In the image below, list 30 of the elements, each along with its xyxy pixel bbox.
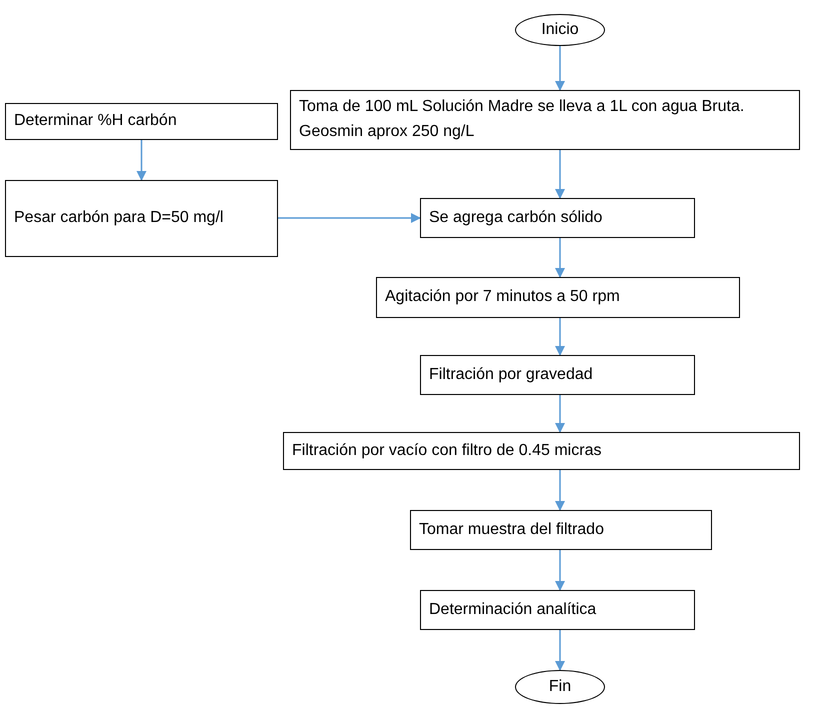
step-text: Determinar %H carbón	[14, 111, 178, 132]
arrow	[136, 140, 146, 181]
arrow	[555, 470, 565, 511]
arrow	[555, 46, 565, 91]
step-text: Fin	[548, 677, 572, 697]
process-box	[410, 510, 712, 550]
arrow	[555, 318, 565, 356]
arrow	[555, 238, 565, 278]
arrow	[555, 150, 565, 199]
step-text: Toma de 100 mL Solución Madre se lleva a 1L con agua Bruta. Geosmin aprox 250 ng/L	[299, 97, 746, 142]
step-text: Filtración por vacío con filtro de 0.45 micras	[292, 440, 602, 461]
step-text: Determinación analítica	[429, 600, 598, 620]
step-text: Filtración por gravedad	[429, 364, 594, 385]
step-text: Tomar muestra del filtrado	[419, 520, 605, 540]
process-box	[5, 180, 278, 257]
arrow	[555, 630, 565, 671]
process-box	[5, 103, 278, 140]
process-box	[290, 90, 800, 150]
step-text: Pesar carbón para D=50 mg/l	[14, 208, 224, 228]
process-box	[420, 198, 695, 238]
arrow	[555, 550, 565, 591]
process-box	[283, 432, 800, 470]
process-box	[376, 277, 740, 318]
process-box	[420, 590, 695, 630]
step-text: Se agrega carbón sólido	[429, 208, 604, 228]
step-text: Inicio	[541, 20, 579, 40]
step-text: Agitación por 7 minutos a 50 rpm	[385, 287, 621, 308]
arrow	[555, 395, 565, 433]
process-box	[420, 355, 695, 395]
arrow	[278, 213, 421, 223]
